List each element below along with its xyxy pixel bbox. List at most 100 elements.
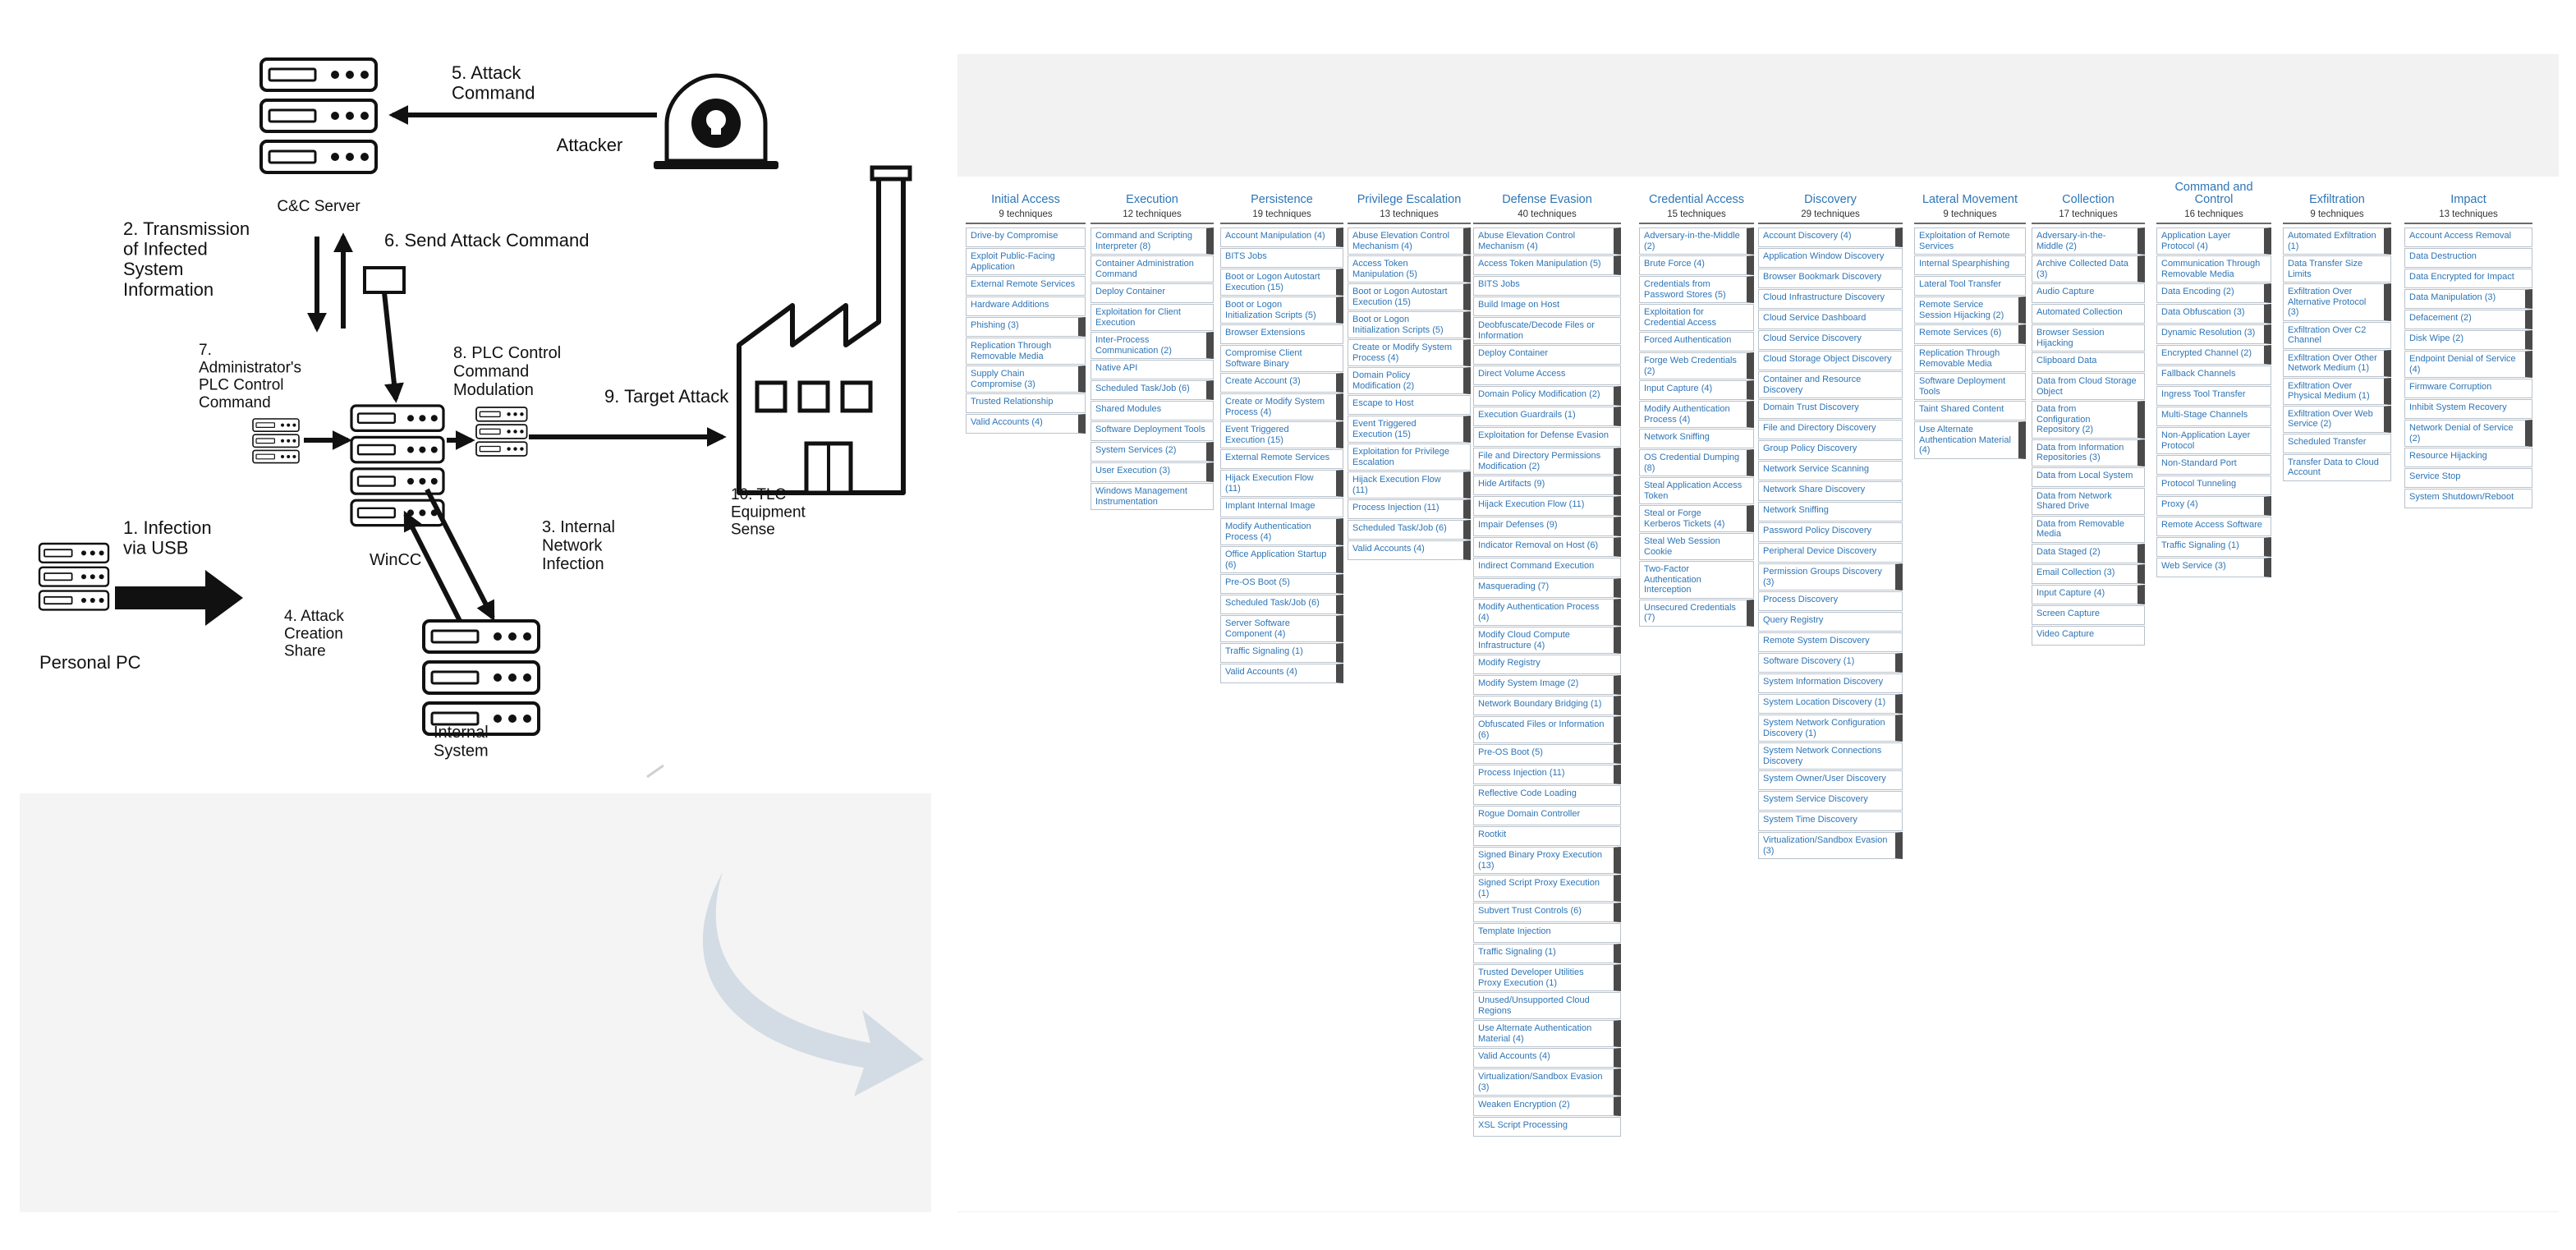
technique-cell[interactable]: Data from Cloud Storage Object xyxy=(2032,373,2145,400)
technique-cell[interactable]: Domain Trust Discovery xyxy=(1758,399,1903,419)
technique-cell[interactable]: Remote System Discovery xyxy=(1758,632,1903,652)
tactic-title[interactable]: Defense Evasion xyxy=(1502,193,1592,206)
technique-cell[interactable]: Query Registry xyxy=(1758,612,1903,632)
technique-cell-with-subtechniques[interactable]: Disk Wipe (2) xyxy=(2404,330,2532,350)
technique-cell-with-subtechniques[interactable]: Adversary-in-the-Middle (2) xyxy=(1639,227,1754,255)
technique-cell-with-subtechniques[interactable]: Hijack Execution Flow (11) xyxy=(1220,470,1343,497)
technique-cell-with-subtechniques[interactable]: Data from Information Repositories (3) xyxy=(2032,439,2145,466)
technique-cell-with-subtechniques[interactable]: Impair Defenses (9) xyxy=(1473,517,1621,536)
technique-cell[interactable]: Deploy Container xyxy=(1473,345,1621,365)
tactic-title[interactable]: Credential Access xyxy=(1648,193,1745,206)
technique-cell-with-subtechniques[interactable]: Application Layer Protocol (4) xyxy=(2156,227,2271,255)
technique-cell-with-subtechniques[interactable]: Create or Modify System Process (4) xyxy=(1348,339,1471,366)
technique-cell-with-subtechniques[interactable]: Execution Guardrails (1) xyxy=(1473,407,1621,426)
technique-cell[interactable]: Data from Local System xyxy=(2032,466,2145,487)
technique-cell-with-subtechniques[interactable]: Encrypted Channel (2) xyxy=(2156,345,2271,365)
technique-cell-with-subtechniques[interactable]: Server Software Component (4) xyxy=(1220,615,1343,642)
technique-cell-with-subtechniques[interactable]: Phishing (3) xyxy=(966,317,1086,337)
technique-cell-with-subtechniques[interactable]: Command and Scripting Interpreter (8) xyxy=(1091,227,1214,255)
technique-cell-with-subtechniques[interactable]: Masquerading (7) xyxy=(1473,578,1621,598)
technique-cell[interactable]: Data from Network Shared Drive xyxy=(2032,487,2145,515)
technique-cell-with-subtechniques[interactable]: Input Capture (4) xyxy=(1639,380,1754,400)
technique-cell-with-subtechniques[interactable]: Boot or Logon Initialization Scripts (5) xyxy=(1348,311,1471,338)
technique-cell[interactable]: Hardware Additions xyxy=(966,296,1086,316)
technique-cell[interactable]: Software Deployment Tools xyxy=(1091,421,1214,441)
technique-cell-with-subtechniques[interactable]: Trusted Developer Utilities Proxy Execut… xyxy=(1473,964,1621,991)
technique-cell[interactable]: Steal Application Access Token xyxy=(1639,477,1754,504)
technique-cell-with-subtechniques[interactable]: Access Token Manipulation (5) xyxy=(1348,255,1471,283)
technique-cell-with-subtechniques[interactable]: Data Encoding (2) xyxy=(2156,283,2271,303)
technique-cell-with-subtechniques[interactable]: Valid Accounts (4) xyxy=(1473,1048,1621,1068)
technique-cell-with-subtechniques[interactable]: Account Discovery (4) xyxy=(1758,227,1903,247)
technique-cell[interactable]: Browser Session Hijacking xyxy=(2032,324,2145,352)
technique-cell[interactable]: Process Discovery xyxy=(1758,591,1903,611)
technique-cell[interactable]: External Remote Services xyxy=(966,276,1086,296)
tactic-title[interactable]: Lateral Movement xyxy=(1922,193,2018,206)
technique-cell-with-subtechniques[interactable]: Remote Service Session Hijacking (2) xyxy=(1914,296,2026,324)
technique-cell[interactable]: Ingress Tool Transfer xyxy=(2156,386,2271,406)
technique-cell-with-subtechniques[interactable]: Exfiltration Over Alternative Protocol (… xyxy=(2283,283,2391,321)
technique-cell[interactable]: Data Destruction xyxy=(2404,248,2532,268)
technique-cell[interactable]: Data Transfer Size Limits xyxy=(2283,255,2391,283)
technique-cell-with-subtechniques[interactable]: Scheduled Task/Job (6) xyxy=(1220,595,1343,614)
technique-cell[interactable]: Taint Shared Content xyxy=(1914,401,2026,420)
technique-cell-with-subtechniques[interactable]: Adversary-in-the-Middle (2) xyxy=(2032,227,2145,255)
technique-cell[interactable]: Network Sniffing xyxy=(1639,429,1754,448)
technique-cell[interactable]: Modify Registry xyxy=(1473,655,1621,674)
technique-cell[interactable]: Audio Capture xyxy=(2032,283,2145,303)
technique-cell-with-subtechniques[interactable]: Forge Web Credentials (2) xyxy=(1639,352,1754,379)
technique-cell[interactable]: Compromise Client Software Binary xyxy=(1220,345,1343,372)
technique-cell[interactable]: Reflective Code Loading xyxy=(1473,785,1621,805)
technique-cell[interactable]: Resource Hijacking xyxy=(2404,448,2532,467)
technique-cell[interactable]: Scheduled Transfer xyxy=(2283,433,2391,453)
technique-cell[interactable]: Transfer Data to Cloud Account xyxy=(2283,453,2391,481)
technique-cell-with-subtechniques[interactable]: Permission Groups Discovery (3) xyxy=(1758,563,1903,591)
tactic-title[interactable]: Exfiltration xyxy=(2309,193,2365,206)
technique-cell-with-subtechniques[interactable]: User Execution (3) xyxy=(1091,462,1214,482)
technique-cell-with-subtechniques[interactable]: Modify Authentication Process (4) xyxy=(1473,599,1621,626)
technique-cell[interactable]: Unused/Unsupported Cloud Regions xyxy=(1473,992,1621,1019)
technique-cell[interactable]: Fallback Channels xyxy=(2156,365,2271,385)
tactic-title[interactable]: Execution xyxy=(1126,193,1178,206)
technique-cell[interactable]: Drive-by Compromise xyxy=(966,227,1086,247)
technique-cell[interactable]: Two-Factor Authentication Interception xyxy=(1639,561,1754,599)
technique-cell-with-subtechniques[interactable]: Access Token Manipulation (5) xyxy=(1473,255,1621,275)
technique-cell-with-subtechniques[interactable]: Obfuscated Files or Information (6) xyxy=(1473,716,1621,743)
technique-cell[interactable]: Cloud Service Dashboard xyxy=(1758,310,1903,329)
technique-cell[interactable]: Exploitation for Client Execution xyxy=(1091,304,1214,331)
technique-cell-with-subtechniques[interactable]: Create or Modify System Process (4) xyxy=(1220,393,1343,420)
technique-cell-with-subtechniques[interactable]: Valid Accounts (4) xyxy=(1348,540,1471,560)
technique-cell-with-subtechniques[interactable]: Proxy (4) xyxy=(2156,496,2271,516)
technique-cell[interactable]: System Network Connections Discovery xyxy=(1758,742,1903,770)
technique-cell-with-subtechniques[interactable]: Domain Policy Modification (2) xyxy=(1348,367,1471,394)
technique-cell-with-subtechniques[interactable]: Account Manipulation (4) xyxy=(1220,227,1343,247)
technique-cell-with-subtechniques[interactable]: Boot or Logon Autostart Execution (15) xyxy=(1220,269,1343,296)
tactic-title[interactable]: Privilege Escalation xyxy=(1357,193,1462,206)
technique-cell[interactable]: File and Directory Discovery xyxy=(1758,420,1903,439)
technique-cell[interactable]: Forced Authentication xyxy=(1639,332,1754,352)
technique-cell[interactable]: Video Capture xyxy=(2032,625,2145,646)
technique-cell[interactable]: Cloud Infrastructure Discovery xyxy=(1758,289,1903,309)
technique-cell[interactable]: Template Injection xyxy=(1473,923,1621,943)
technique-cell-with-subtechniques[interactable]: Event Triggered Execution (15) xyxy=(1348,416,1471,443)
technique-cell-with-subtechniques[interactable]: Modify Cloud Compute Infrastructure (4) xyxy=(1473,627,1621,654)
technique-cell[interactable]: Exploitation for Privilege Escalation xyxy=(1348,443,1471,471)
technique-cell[interactable]: Container Administration Command xyxy=(1091,255,1214,283)
technique-cell[interactable]: Implant Internal Image xyxy=(1220,498,1343,517)
technique-cell[interactable]: Exfiltration Over C2 Channel xyxy=(2283,321,2391,349)
technique-cell[interactable]: Exploit Public-Facing Application xyxy=(966,248,1086,275)
technique-cell-with-subtechniques[interactable]: Data Manipulation (3) xyxy=(2404,289,2532,309)
technique-cell[interactable]: Data from Removable Media xyxy=(2032,515,2145,543)
technique-cell-with-subtechniques[interactable]: Boot or Logon Initialization Scripts (5) xyxy=(1220,296,1343,324)
technique-cell-with-subtechniques[interactable]: Signed Script Proxy Execution (1) xyxy=(1473,875,1621,902)
technique-cell-with-subtechniques[interactable]: Scheduled Task/Job (6) xyxy=(1348,520,1471,540)
technique-cell[interactable]: Shared Modules xyxy=(1091,401,1214,420)
technique-cell[interactable]: Windows Management Instrumentation xyxy=(1091,483,1214,510)
technique-cell-with-subtechniques[interactable]: Indicator Removal on Host (6) xyxy=(1473,537,1621,557)
technique-cell-with-subtechniques[interactable]: Subvert Trust Controls (6) xyxy=(1473,903,1621,922)
technique-cell-with-subtechniques[interactable]: Endpoint Denial of Service (4) xyxy=(2404,351,2532,378)
technique-cell-with-subtechniques[interactable]: Email Collection (3) xyxy=(2032,563,2145,584)
technique-cell-with-subtechniques[interactable]: Boot or Logon Autostart Execution (15) xyxy=(1348,283,1471,310)
technique-cell[interactable]: Multi-Stage Channels xyxy=(2156,407,2271,426)
technique-cell[interactable]: Build Image on Host xyxy=(1473,296,1621,316)
